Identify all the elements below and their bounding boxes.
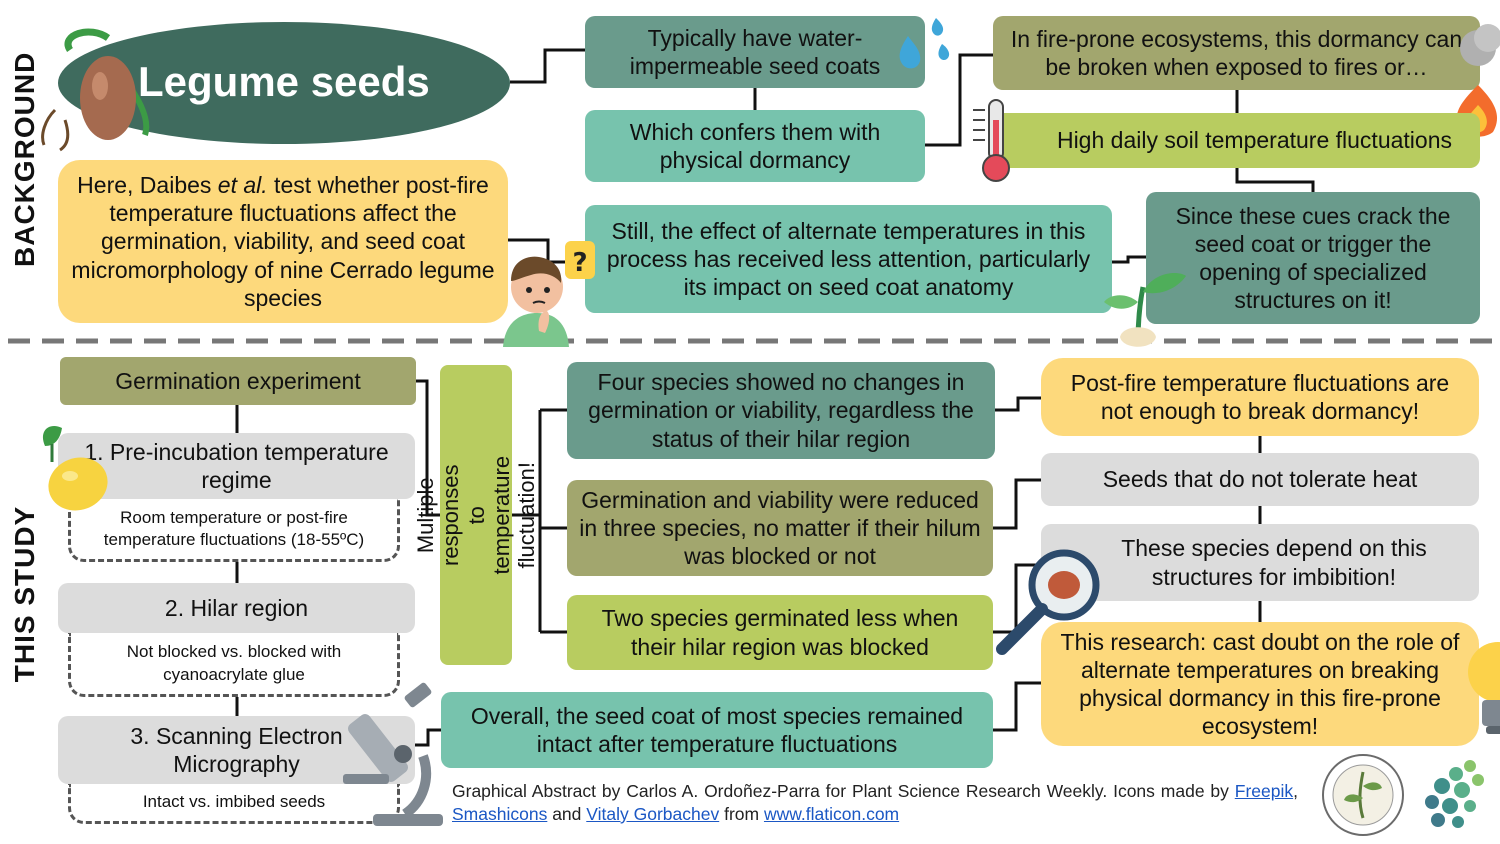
here-daibes-box: Here, Daibes et al. test whether post-fi…	[58, 160, 508, 323]
less-attention-box: Still, the effect of alternate temperatu…	[585, 205, 1112, 313]
sprouting-seed-icon	[41, 28, 150, 152]
microscope-icon	[343, 682, 443, 826]
pre-incubation-box: 1. Pre-incubation temperature regime	[58, 433, 415, 499]
physical-dormancy-box: Which confers them with physical dormanc…	[585, 110, 925, 182]
pre-incubation-detail: Room temperature or post-fire temperatur…	[68, 499, 400, 562]
heat-intolerant-box: Seeds that do not tolerate heat	[1041, 453, 1479, 506]
two-species-box: Two species germinated less when their h…	[567, 595, 993, 670]
seedling-icon	[1104, 273, 1186, 347]
sem-box: 3. Scanning Electron Micrography	[58, 716, 415, 784]
cues-crack-box: Since these cues crack the seed coat or …	[1146, 192, 1480, 324]
svg-text:?: ?	[572, 248, 587, 278]
here-daibes-text: Here, Daibes et al. test whether post-fi…	[71, 172, 495, 311]
vitaly-gorbachev-link[interactable]: Vitaly Gorbachev	[586, 803, 720, 824]
lemon-seed-icon	[42, 426, 108, 511]
flaticon-link[interactable]: www.flaticon.com	[763, 803, 900, 824]
sem-detail: Intact vs. imbibed seeds	[68, 784, 400, 824]
title: Legume seeds	[138, 58, 430, 105]
thermometer-icon	[973, 99, 1010, 182]
thinking-person-icon: ?	[503, 241, 595, 347]
hilar-region-detail: Not blocked vs. blocked with cyanoacryla…	[68, 633, 400, 697]
post-fire-box: Post-fire temperature fluctuations are n…	[1041, 358, 1479, 436]
imbibition-box: These species depend on this structures …	[1041, 524, 1479, 601]
lightbulb-icon	[1468, 642, 1500, 734]
magnifier-icon	[996, 549, 1100, 655]
this-study-section-label: THIS STUDY	[9, 505, 40, 683]
aspb-seal-logo	[1322, 754, 1404, 836]
multiple-responses-text: Multiple responses to temperature fluctu…	[412, 455, 539, 575]
fire-prone-box: In fire-prone ecosystems, this dormancy …	[993, 16, 1480, 90]
freepik-link[interactable]: Freepik	[1234, 781, 1294, 801]
research-conclusion-box: This research: cast doubt on the role of…	[1041, 622, 1479, 746]
overall-box: Overall, the seed coat of most species r…	[441, 692, 993, 768]
dots-logo	[1425, 760, 1484, 828]
impermeable-coats-box: Typically have water-impermeable seed co…	[585, 16, 925, 88]
germination-experiment-box: Germination experiment	[60, 357, 416, 405]
water-drops-icon	[899, 18, 950, 69]
three-species-box: Germination and viability were reduced i…	[567, 480, 993, 576]
soil-temperature-box: High daily soil temperature fluctuations	[993, 113, 1480, 168]
hilar-region-box: 2. Hilar region	[58, 583, 415, 633]
four-species-box: Four species showed no changes in germin…	[567, 362, 995, 459]
multiple-responses-box: Multiple responses to temperature fluctu…	[413, 365, 539, 665]
smashicons-link[interactable]: Smashicons	[452, 803, 548, 824]
credit-text: Graphical Abstract by Carlos A. Ordoñez-…	[452, 781, 1298, 824]
